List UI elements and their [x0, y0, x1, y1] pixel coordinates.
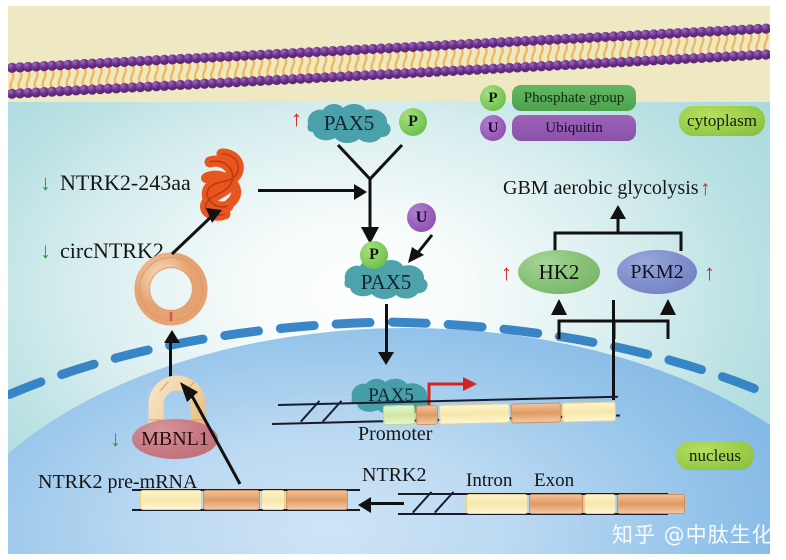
- promoter-activation-line: [612, 300, 615, 400]
- pre-mrna-line-bottom: [132, 509, 360, 511]
- pax5-free-up-arrow: ↑: [291, 106, 302, 131]
- cytoplasm-label: cytoplasm: [679, 106, 765, 136]
- phosphate-badge-free: P: [399, 108, 427, 136]
- watermark: 知乎 @中肽生化: [612, 523, 774, 547]
- ntrk2-gene-line-bottom: [398, 513, 668, 515]
- glycolysis-label: GBM aerobic glycolysis: [503, 177, 699, 199]
- promoter-exon-2: [438, 403, 511, 425]
- mbnl1-node: MBNL1: [132, 419, 218, 459]
- ntrk2-intron-2: [584, 494, 616, 514]
- pax5-phospho-blob: PAX5: [339, 256, 433, 302]
- nuclear-export-arrow-line: [169, 341, 172, 383]
- transcription-to-enzymes-bracket: [551, 299, 676, 339]
- ntrk2-intron-1: [466, 494, 528, 514]
- transcription-start-arrow: [427, 377, 477, 406]
- ntrk2-gene-label: NTRK2: [362, 464, 427, 486]
- pre-mrna-exon-4: [286, 490, 348, 510]
- circntrk2-down-arrow: ↓: [40, 238, 51, 263]
- ntrk2-exon-1: [529, 494, 583, 514]
- splicing-arrow: [180, 382, 242, 485]
- exon-label: Exon: [534, 470, 575, 491]
- pax5-free-blob: PAX5: [302, 100, 396, 146]
- ntrk2-exon-2: [617, 494, 685, 514]
- ubiquitination-arrow: [408, 234, 434, 263]
- pax5-nuclear-import-arrowhead: [378, 352, 394, 365]
- pax5-free-label: PAX5: [323, 110, 375, 135]
- promoter-label: Promoter: [358, 423, 433, 445]
- nuclear-envelope-dashes: [8, 317, 770, 400]
- pax5-nuclear-import-line: [385, 304, 388, 356]
- hk2-up-arrow: ↑: [501, 260, 512, 285]
- legend-ubiquitin-pill: Ubiquitin: [512, 115, 636, 141]
- phosphorylation-arrow: [336, 143, 404, 244]
- circntrk2-label: circNTRK2: [60, 238, 164, 263]
- transcription-arrowhead: [358, 497, 371, 513]
- ntrk2-peptide-down-arrow: ↓: [40, 170, 51, 195]
- pre-mrna-exon-3: [261, 490, 285, 510]
- mbnl1-down-arrow: ↓: [110, 426, 121, 451]
- legend-phosphate-pill: Phosphate group: [512, 85, 636, 111]
- glycolysis-up-arrow: ↑: [700, 176, 711, 200]
- ntrk2-peptide-label: NTRK2-243aa: [60, 170, 191, 195]
- phosphate-badge-bound: P: [360, 241, 388, 269]
- legend-phosphate-badge: P: [480, 85, 506, 111]
- circntrk2-ring-icon: [134, 252, 208, 326]
- pkm2-up-arrow: ↑: [704, 260, 715, 285]
- legend-ubiquitin-badge: U: [480, 115, 506, 141]
- circrna-to-protein-arrow: [170, 208, 222, 256]
- transcription-arrow-line: [370, 502, 404, 505]
- promoter-exon-4: [561, 401, 617, 423]
- promoter-exon-3: [510, 402, 562, 424]
- ubiquitin-badge-pathway: U: [407, 203, 436, 232]
- nucleus-label: nucleus: [676, 441, 754, 470]
- protein-to-pax5-arrow-line: [258, 189, 356, 192]
- pkm2-node: PKM2: [617, 250, 697, 294]
- pre-mrna-exon-1: [140, 490, 202, 510]
- glycolysis-bracket: [553, 205, 683, 251]
- pre-mrna-exon-2: [203, 490, 260, 510]
- plasma-membrane: [8, 6, 770, 116]
- pre-mrna-label: NTRK2 pre-mRNA: [38, 471, 198, 493]
- pax5-phospho-label: PAX5: [360, 269, 412, 294]
- hk2-node: HK2: [518, 250, 600, 294]
- nuclear-export-arrowhead: [164, 330, 180, 343]
- intron-label: Intron: [466, 470, 513, 491]
- protein-to-pax5-arrowhead: [354, 184, 367, 200]
